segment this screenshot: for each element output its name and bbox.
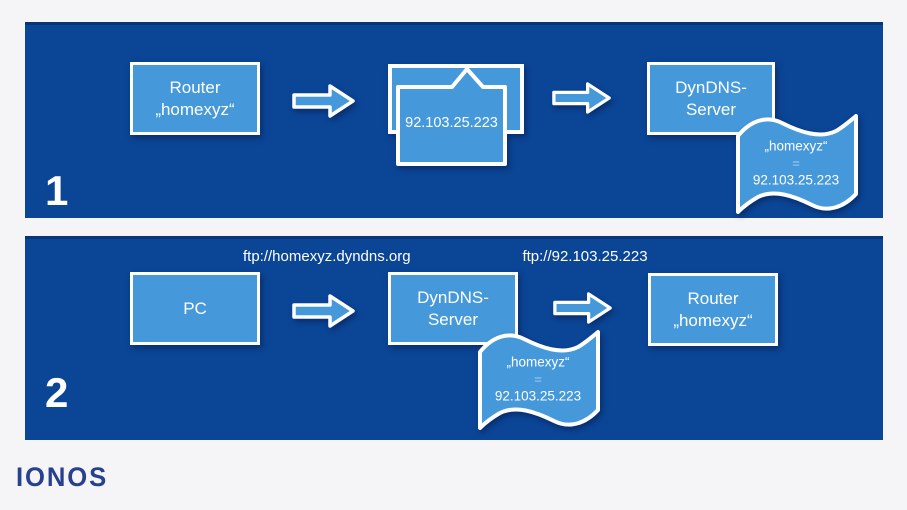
dns-record-banner-icon: „homexyz“ = 92.103.25.223 — [472, 324, 604, 436]
arrow-right-icon — [292, 84, 355, 118]
pc-box-label: PC — [183, 298, 207, 318]
step-1-panel: 1 Router „homexyz“ 92.103.25.223 DynDNS-… — [25, 22, 883, 218]
dyndns-box-label-line1: DynDNS- — [417, 287, 489, 307]
step-2-panel: 2 ftp://homexyz.dyndns.org ftp://92.103.… — [25, 236, 883, 440]
equals-sign: = — [792, 155, 800, 171]
dyndns-box-label-line1: DynDNS- — [675, 77, 747, 97]
router-box-label-line2: „homexyz“ — [155, 99, 235, 119]
ip-message-envelope-icon: 92.103.25.223 — [386, 62, 526, 168]
dns-record-ip: 92.103.25.223 — [752, 172, 840, 188]
arrow-right-icon — [292, 294, 355, 328]
arrow-right-icon — [553, 292, 612, 324]
router-box-label-line1: Router — [169, 77, 221, 97]
dns-record-ip: 92.103.25.223 — [494, 388, 582, 404]
step-1-number: 1 — [45, 167, 69, 214]
dyndns-box-label-line2: Server — [427, 309, 479, 329]
dns-record-hostname: „homexyz“ — [506, 354, 570, 370]
pc-box: PC — [130, 272, 260, 345]
router-box-label-line2: „homexyz“ — [673, 310, 753, 330]
dyndns-server-box: DynDNS- Server — [647, 62, 775, 135]
arrow-right-icon — [552, 82, 611, 114]
dns-record-banner-icon: „homexyz“ = 92.103.25.223 — [730, 108, 862, 220]
ionos-logo: IONOS — [16, 462, 109, 492]
equals-sign: = — [534, 371, 542, 387]
dns-record-hostname: „homexyz“ — [764, 138, 828, 154]
router-box-label-line1: Router — [687, 288, 739, 308]
router-homexyz-box: Router „homexyz“ — [130, 62, 260, 135]
dyndns-server-box: DynDNS- Server — [388, 272, 518, 345]
dns-record-text: „homexyz“ = 92.103.25.223 — [472, 353, 604, 404]
ftp-hostname-url-label: ftp://homexyz.dyndns.org — [243, 248, 411, 265]
step-2-number: 2 — [45, 369, 69, 416]
ftp-ip-url-label: ftp://92.103.25.223 — [522, 248, 648, 265]
dyndns-box-label-line2: Server — [685, 99, 737, 119]
message-ip-address: 92.103.25.223 — [405, 115, 498, 131]
dns-record-text: „homexyz“ = 92.103.25.223 — [730, 137, 862, 188]
router-homexyz-box: Router „homexyz“ — [648, 273, 778, 346]
